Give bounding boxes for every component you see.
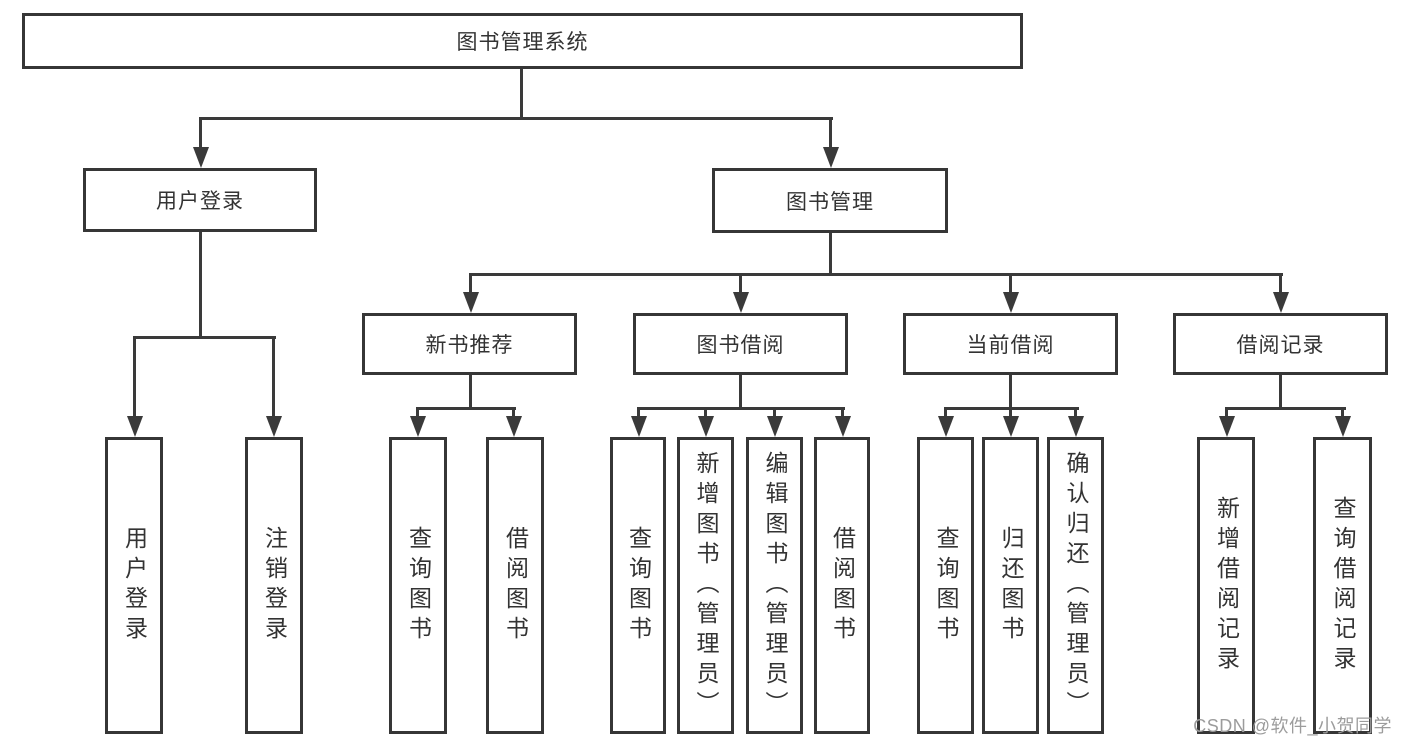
leaf-add-borrow-record-label: 新增借阅记录 [1213,495,1240,676]
leaf-borrow-books: 借阅图书 [814,437,870,734]
leaf-edit-books-admin-label: 编辑图书（管理员） [762,450,788,721]
leaf-query-borrow-record: 查询借阅记录 [1313,437,1372,734]
connector-line [1279,375,1282,410]
connector-line [739,375,742,410]
connector-line [637,407,845,410]
connector-line [1225,410,1228,418]
leaf-borrow-books-recommend: 借阅图书 [486,437,544,734]
arrow-head [266,416,282,437]
arrow-head [835,416,851,437]
connector-line [739,276,742,294]
leaf-edit-books-admin: 编辑图书（管理员） [746,437,803,734]
arrow-head [733,292,749,313]
connector-line [469,273,1283,276]
node-library-system: 图书管理系统 [22,13,1023,69]
leaf-user-login: 用户登录 [105,437,163,734]
connector-line [272,339,275,418]
connector-line [829,233,832,276]
connector-line [944,407,1079,410]
connector-line [1341,410,1344,418]
arrow-head [506,416,522,437]
arrow-head [631,416,647,437]
leaf-query-books-current-label: 查询图书 [933,525,959,646]
arrow-head [767,416,783,437]
node-book-management: 图书管理 [712,168,948,233]
leaf-borrow-books-recommend-label: 借阅图书 [502,525,529,646]
node-book-borrowing-label: 图书借阅 [696,334,785,357]
connector-line [704,410,707,418]
node-current-borrowing: 当前借阅 [903,313,1118,375]
leaf-add-books-admin-label: 新增图书（管理员） [693,450,719,721]
leaf-query-books-borrow: 查询图书 [610,437,666,734]
node-user-login: 用户登录 [83,168,317,232]
leaf-add-books-admin: 新增图书（管理员） [677,437,734,734]
node-book-management-label: 图书管理 [786,190,874,214]
connector-line [469,276,472,294]
node-borrowing-records-label: 借阅记录 [1236,334,1325,357]
connector-line [416,407,516,410]
arrow-head [1219,416,1235,437]
connector-line [1009,375,1012,410]
arrow-head [1068,416,1084,437]
leaf-query-books-recommend-label: 查询图书 [405,525,432,646]
connector-line [199,117,202,149]
node-library-system-label: 图书管理系统 [456,31,589,54]
leaf-confirm-return-admin: 确认归还（管理员） [1047,437,1104,734]
connector-line [469,375,472,410]
arrow-head [410,416,426,437]
connector-line [1009,276,1012,294]
connector-line [637,410,640,418]
arrow-head [1273,292,1289,313]
connector-line [416,410,419,418]
connector-line [1009,410,1012,418]
leaf-logout-login-label: 注销登录 [261,525,288,646]
connector-line [199,117,833,120]
node-user-login-label: 用户登录 [156,190,244,213]
arrow-head [463,292,479,313]
connector-line [841,410,844,418]
connector-line [829,117,832,150]
arrow-head [698,416,714,437]
arrow-head [127,416,143,437]
leaf-add-borrow-record: 新增借阅记录 [1197,437,1255,734]
connector-line [1279,276,1282,294]
node-current-borrowing-label: 当前借阅 [966,334,1055,357]
leaf-borrow-books-label: 借阅图书 [829,525,856,646]
arrow-head [1335,416,1351,437]
leaf-return-books: 归还图书 [982,437,1039,734]
leaf-query-borrow-record-label: 查询借阅记录 [1330,495,1356,676]
leaf-query-books-current: 查询图书 [917,437,974,734]
connector-line [520,69,523,120]
connector-line [773,410,776,418]
watermark-text: CSDN @软件_小贺同学 [1193,716,1392,736]
connector-line [133,339,136,418]
connector-line [1225,407,1346,410]
arrow-head [1003,416,1019,437]
arrow-head [193,147,209,168]
node-new-book-recommend-label: 新书推荐 [425,334,514,357]
leaf-query-books-recommend: 查询图书 [389,437,447,734]
leaf-confirm-return-admin-label: 确认归还（管理员） [1063,450,1089,721]
connector-line [1074,410,1077,418]
leaf-query-books-borrow-label: 查询图书 [625,525,652,646]
node-book-borrowing: 图书借阅 [633,313,848,375]
connector-line [512,410,515,418]
node-new-book-recommend: 新书推荐 [362,313,577,375]
connector-line [133,336,276,339]
arrow-head [1003,292,1019,313]
arrow-head [823,147,839,168]
node-borrowing-records: 借阅记录 [1173,313,1388,375]
leaf-logout-login: 注销登录 [245,437,303,734]
leaf-return-books-label: 归还图书 [998,525,1024,646]
connector-line [944,410,947,418]
leaf-user-login-label: 用户登录 [121,525,148,646]
arrow-head [938,416,954,437]
connector-line [199,232,202,339]
